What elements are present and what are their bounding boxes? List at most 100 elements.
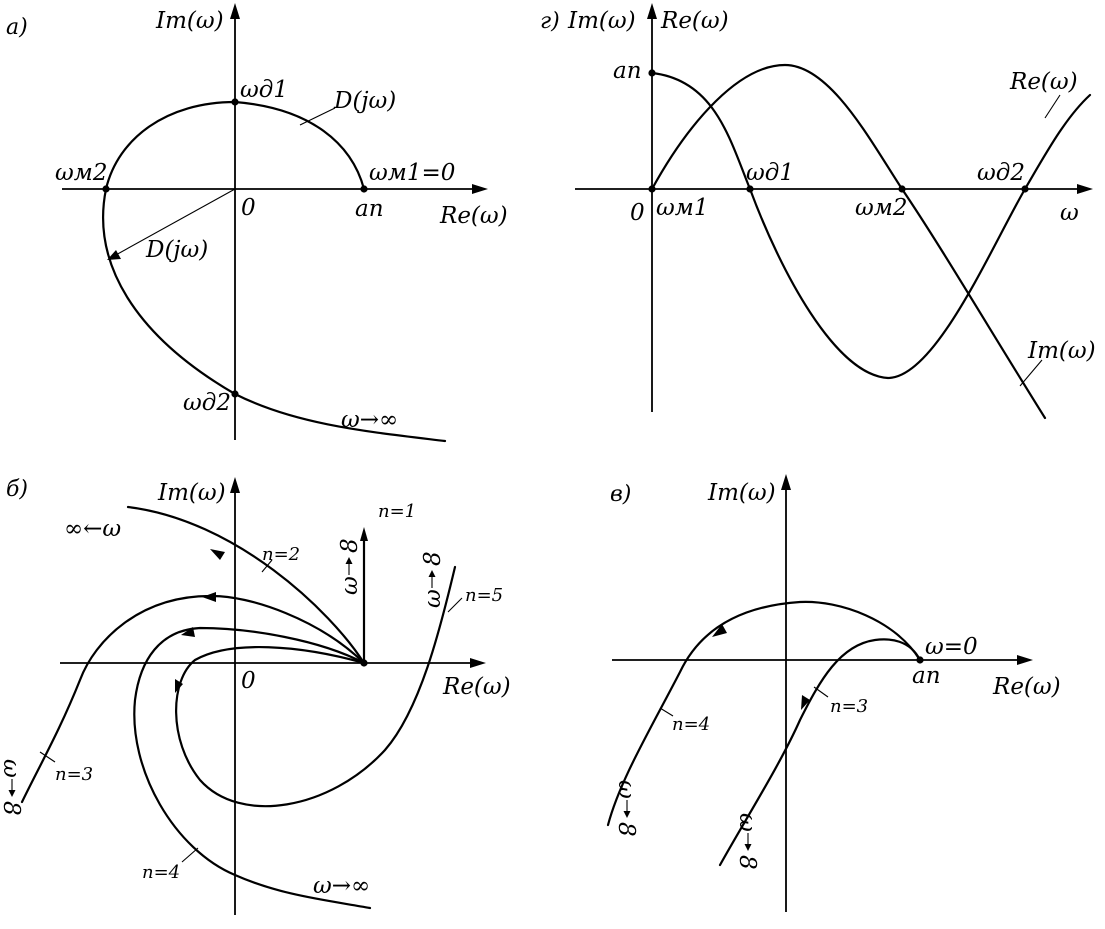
panel-v-inf-n3-arrowhead: [744, 844, 752, 851]
panel-b-inf-n5-arrowhead: [428, 570, 436, 577]
panel-v-n3-label: n=3: [830, 696, 868, 717]
panel-v-curve-n4-arrow: [712, 624, 727, 637]
panel-b-curve-n2: [126, 505, 366, 665]
panel-b-n3-label: n=3: [55, 764, 93, 785]
panel-b-inf-n5-eight: 8: [420, 551, 446, 566]
panel-g-y-axis-label-re: Re(ω): [660, 8, 729, 34]
panel-g-point-wd2: [1021, 185, 1029, 193]
panel-b: ω 8 ω 8 ω 8 б) Im(ω) Re(ω) 0 n=1 n=2 n=3…: [0, 477, 511, 915]
panel-v-w0-label: ω=0: [925, 634, 978, 660]
panel-a-radius-vector: [113, 188, 236, 257]
panel-v-y-arrow: [781, 474, 791, 490]
panel-b-x-axis-label: Re(ω): [442, 674, 511, 700]
panel-g-re-leader: [1044, 94, 1061, 119]
panel-v-x-arrow: [1017, 655, 1033, 665]
panel-g-point-wm2: [898, 185, 906, 193]
panel-v-n4-label: n=4: [672, 714, 710, 735]
panel-b-curve-n4-arrow: [181, 627, 195, 637]
panel-v-an-label: an: [912, 663, 941, 689]
panel-b-inf-n3-omega: ω: [0, 759, 24, 778]
panel-b-curve-n3: [20, 594, 366, 804]
panel-b-curve-n5-arrow: [175, 679, 183, 693]
panel-g-re-curve: [650, 71, 1092, 380]
panel-a-curve-label-leader: [299, 107, 336, 126]
panel-b-curve-n1-arrow: [360, 527, 368, 541]
panel-a-curve-label-top: D(jω): [333, 88, 396, 114]
panel-v-inf-n3: ω 8: [734, 813, 760, 870]
panel-g-letter: г): [540, 9, 560, 34]
panel-a-x-arrow: [472, 184, 488, 194]
panel-v-inf-n4-arrowhead: [623, 811, 631, 818]
panel-g-wd1-label: ωд1: [746, 160, 794, 186]
panel-v-inf-n3-eight: 8: [734, 855, 760, 870]
panel-b-n3-leader: [39, 751, 56, 763]
panel-g-re-curve-label: Re(ω): [1009, 69, 1078, 95]
panel-b-inf-n3: ω 8: [0, 759, 24, 816]
panel-b-inf-n1-arrowhead: [345, 557, 353, 564]
panel-b-n4-leader: [181, 847, 199, 863]
panel-a-radius-vector-arrow: [107, 250, 121, 260]
panel-b-x-arrow: [470, 658, 486, 668]
panel-v-point-an: [916, 656, 924, 664]
panel-b-curve-n4: [133, 626, 372, 910]
panel-g-im-leader: [1019, 359, 1043, 387]
panel-a-omega-infinity-label: ω→∞: [341, 407, 398, 433]
panel-g-point-wd1: [746, 185, 754, 193]
panel-b-n5-leader: [447, 597, 463, 613]
panel-g-point-wm1: [648, 185, 656, 193]
panel-b-origin-label: 0: [241, 668, 256, 694]
panel-a-y-axis-label: Im(ω): [155, 8, 224, 34]
panel-b-inf-n3-arrowhead: [8, 790, 16, 797]
panel-v-inf-n4: ω 8: [613, 780, 639, 837]
panel-b-inf-n1: ω 8: [337, 538, 363, 595]
panel-b-curve-n2-arrow: [210, 549, 225, 560]
panel-b-inf-n3-eight: 8: [0, 801, 24, 816]
panel-v-letter: в): [610, 482, 631, 507]
panel-a-origin-label: 0: [241, 195, 256, 221]
panel-v: ω 8 ω 8 в) Im(ω) Re(ω) ω=0 an n=4 n=3: [606, 474, 1061, 912]
panel-a-an-label: an: [355, 196, 384, 222]
panel-a-curve-label-vector: D(jω): [145, 237, 208, 263]
panel-v-x-axis-label: Re(ω): [992, 674, 1061, 700]
panel-b-point-an: [360, 659, 368, 667]
panel-b-n2-label: n=2: [262, 544, 300, 565]
panel-b-omega-infinity-label: ω→∞: [313, 873, 370, 899]
panel-a-point-wm2: [102, 185, 110, 193]
panel-b-curve-n3-arrow: [202, 592, 216, 602]
panel-g-point-an: [648, 69, 656, 77]
panel-a-letter: а): [6, 15, 28, 40]
panel-v-inf-n3-omega: ω: [734, 813, 760, 832]
panel-a-wd2-label: ωд2: [183, 390, 231, 416]
panel-b-y-arrow: [230, 477, 240, 493]
panel-b-n5-label: n=5: [465, 585, 503, 606]
panel-a-hodograph-curve: [102, 100, 447, 443]
panel-v-inf-n4-eight: 8: [613, 822, 639, 837]
panel-a-point-an: [360, 185, 368, 193]
panel-b-inf-n5-omega: ω: [420, 589, 446, 608]
panel-a-point-wd1: [231, 98, 239, 106]
panel-g-im-curve-label: Im(ω): [1027, 338, 1096, 364]
panel-a-point-wd2: [231, 390, 239, 398]
panel-g-origin-label: 0: [630, 200, 645, 226]
panel-b-letter: б): [6, 477, 28, 502]
panel-v-n4-leader: [659, 707, 674, 717]
panel-v-n3-leader: [813, 686, 829, 698]
panel-a-wm2-label: ωм2: [55, 160, 107, 186]
panel-b-n2-leader: [261, 559, 273, 573]
panel-g-x-arrow: [1077, 184, 1093, 194]
panel-g-x-axis-label: ω: [1060, 200, 1079, 226]
panel-a-y-arrow: [230, 3, 240, 19]
panel-b-curve-n5: [175, 565, 457, 808]
panel-g-an-label: an: [613, 58, 642, 84]
panel-g-wm1-label: ωм1: [656, 195, 708, 221]
panel-b-inf-n1-eight: 8: [337, 538, 363, 553]
panel-v-curve-n4: [606, 600, 922, 827]
panel-g-wm2-label: ωм2: [855, 195, 907, 221]
panel-b-inf-n1-omega: ω: [337, 576, 363, 595]
panel-a: а) Im(ω) Re(ω) 0 ωд1 ωм1=0 ωм2 ωд2 D(jω)…: [6, 3, 508, 443]
panel-b-n4-label: n=4: [142, 862, 180, 883]
panel-g-im-curve: [650, 63, 1047, 420]
panel-v-y-axis-label: Im(ω): [707, 480, 776, 506]
panel-v-inf-n4-omega: ω: [613, 780, 639, 799]
